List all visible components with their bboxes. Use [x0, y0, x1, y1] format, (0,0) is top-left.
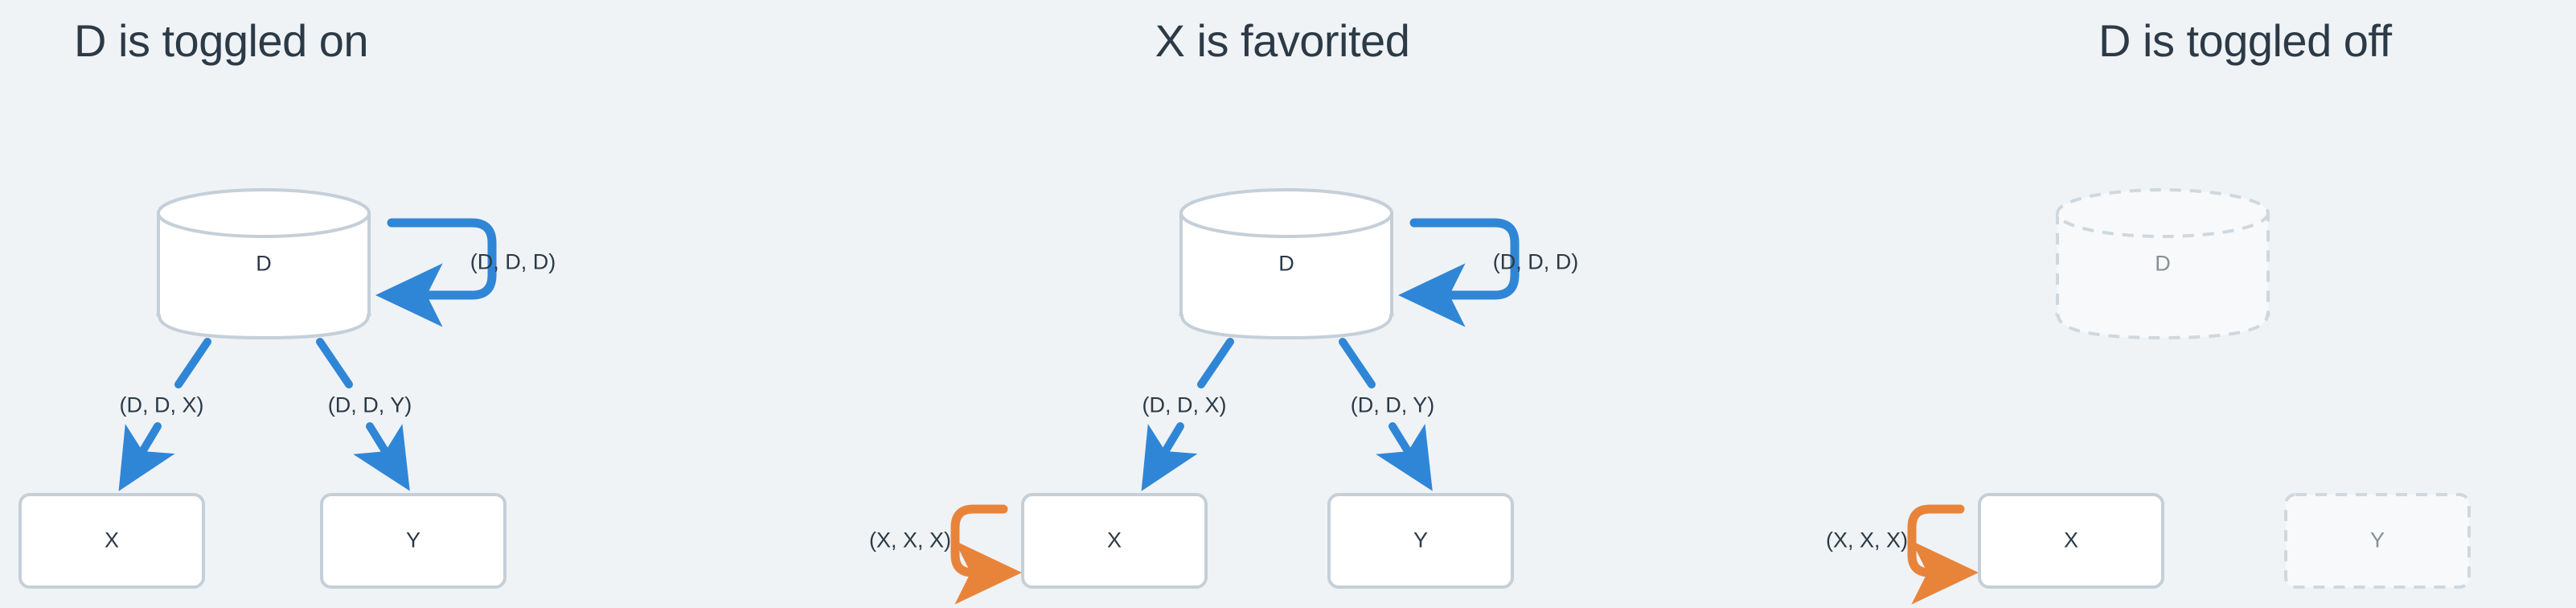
node-box-x[interactable]	[1978, 493, 2164, 589]
node-box-x[interactable]	[1021, 493, 1208, 589]
edge-label-d-to-y: (D, D, Y)	[1350, 392, 1435, 417]
node-box-y[interactable]	[1327, 493, 1514, 589]
node-label-y: Y	[405, 528, 421, 553]
node-label-x: X	[104, 528, 120, 553]
edge-self-loop-d[interactable]	[375, 218, 497, 327]
node-label-database: D	[2155, 251, 2171, 276]
edge-label-self-loop-x: (X, X, X)	[1825, 528, 1909, 553]
node-label-y: Y	[2369, 528, 2385, 553]
panel-graphics	[1907, 188, 2471, 605]
edge-d-to-x[interactable]	[118, 338, 211, 491]
node-label-x: X	[1106, 528, 1122, 553]
panel-toggled-off: D is toggled off	[1761, 0, 2576, 608]
panel-toggled-on: D is toggled on	[0, 0, 804, 608]
edge-label-d-to-x: (D, D, X)	[1142, 392, 1227, 417]
panel-x-favorited: X is favorited	[804, 0, 1761, 608]
panel-title: D is toggled off	[2098, 15, 2392, 66]
edge-self-loop-d[interactable]	[1397, 218, 1520, 327]
edge-label-d-to-y: (D, D, Y)	[327, 392, 412, 417]
node-box-y[interactable]	[2284, 493, 2471, 589]
node-database-d[interactable]	[1179, 188, 1394, 339]
panel-graphics	[950, 188, 1520, 605]
node-label-y: Y	[1413, 528, 1429, 553]
panel-title: D is toggled on	[74, 15, 369, 66]
panel-title: X is favorited	[1155, 15, 1410, 66]
node-label-x: X	[2063, 528, 2079, 553]
edge-label-self-loop-d: (D, D, D)	[470, 249, 556, 274]
edge-self-loop-x[interactable]	[950, 504, 1023, 605]
node-box-y[interactable]	[320, 493, 507, 589]
panel-graphics	[18, 188, 507, 589]
edge-d-to-y[interactable]	[316, 338, 410, 491]
node-database-d[interactable]	[2055, 188, 2270, 339]
edge-self-loop-x[interactable]	[1907, 504, 1979, 605]
edge-label-self-loop-d: (D, D, D)	[1492, 249, 1579, 274]
node-label-database: D	[1278, 251, 1294, 276]
node-box-x[interactable]	[18, 493, 205, 589]
edge-label-d-to-x: (D, D, X)	[119, 392, 204, 417]
edge-d-to-x[interactable]	[1141, 338, 1234, 491]
node-database-d[interactable]	[156, 188, 371, 339]
edge-label-self-loop-x: (X, X, X)	[868, 528, 952, 553]
node-label-database: D	[256, 251, 272, 276]
edge-d-to-y[interactable]	[1339, 338, 1433, 491]
